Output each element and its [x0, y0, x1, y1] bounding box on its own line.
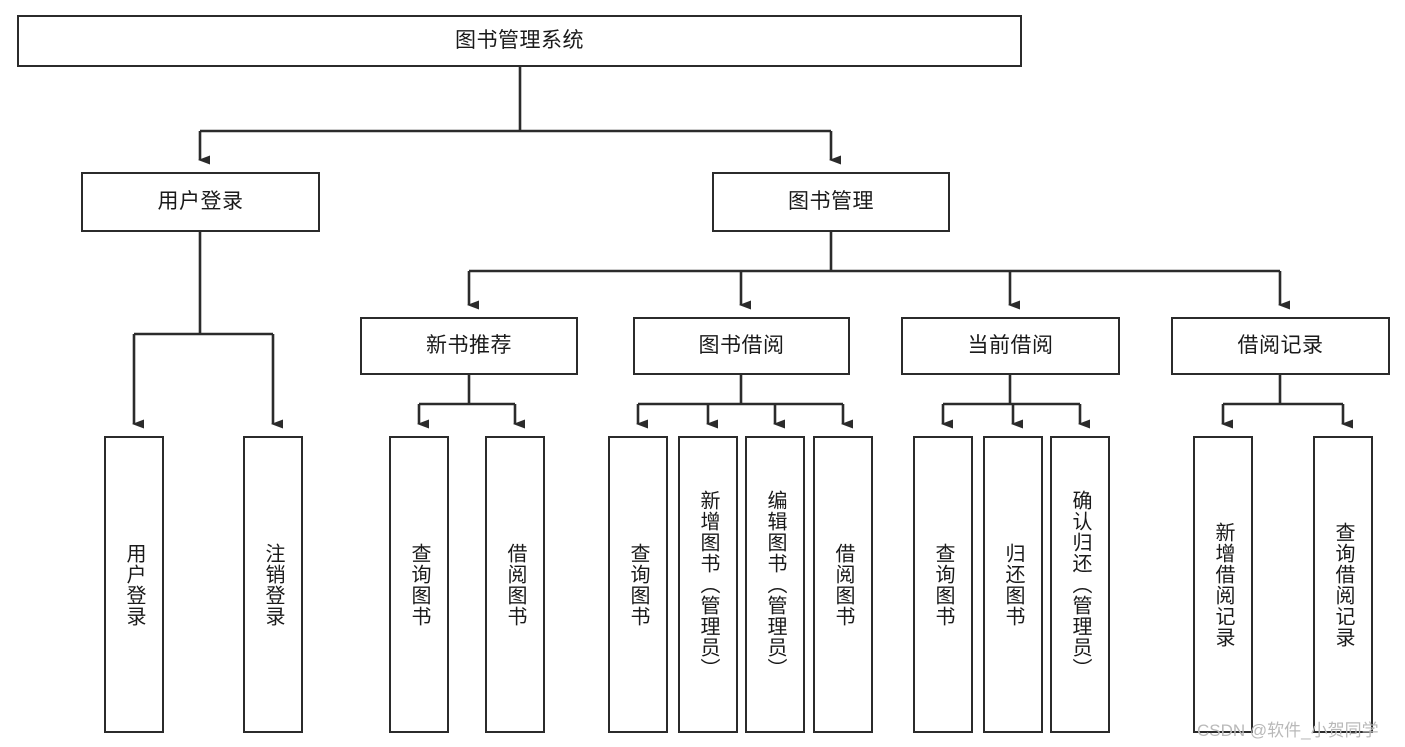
node-leaf-add-book[interactable]: 新增图书（管理员） — [678, 436, 738, 733]
connector-group — [132, 67, 1353, 429]
node-leaf-add-record[interactable]: 新增借阅记录 — [1193, 436, 1253, 733]
node-leaf-confirm-return[interactable]: 确认归还（管理员） — [1050, 436, 1110, 733]
node-label: 借阅图书 — [504, 542, 526, 627]
node-new-book-rec[interactable]: 新书推荐 — [360, 317, 578, 375]
node-leaf-borrow-book-2[interactable]: 借阅图书 — [813, 436, 873, 733]
node-label: 用户登录 — [123, 542, 145, 627]
node-label: 图书借阅 — [698, 333, 785, 357]
node-label: 借阅记录 — [1237, 333, 1324, 357]
node-user-login[interactable]: 用户登录 — [81, 172, 320, 232]
node-current-borrow[interactable]: 当前借阅 — [901, 317, 1120, 375]
node-label: 当前借阅 — [967, 333, 1054, 357]
node-label: 注销登录 — [262, 542, 284, 627]
node-leaf-return-book[interactable]: 归还图书 — [983, 436, 1043, 733]
node-book-borrow[interactable]: 图书借阅 — [633, 317, 850, 375]
node-label: 用户登录 — [157, 189, 244, 213]
node-leaf-query-book-1[interactable]: 查询图书 — [389, 436, 449, 733]
node-root[interactable]: 图书管理系统 — [17, 15, 1022, 67]
node-label: 查询图书 — [627, 542, 649, 627]
node-label: 查询图书 — [408, 542, 430, 627]
node-leaf-edit-book[interactable]: 编辑图书（管理员） — [745, 436, 805, 733]
node-borrow-record[interactable]: 借阅记录 — [1171, 317, 1390, 375]
node-leaf-query-book-2[interactable]: 查询图书 — [608, 436, 668, 733]
node-leaf-logout[interactable]: 注销登录 — [243, 436, 303, 733]
node-leaf-query-record[interactable]: 查询借阅记录 — [1313, 436, 1373, 733]
node-label: 新增图书（管理员） — [697, 490, 719, 679]
node-label: 归还图书 — [1002, 542, 1024, 627]
node-leaf-query-book-3[interactable]: 查询图书 — [913, 436, 973, 733]
node-label: 查询图书 — [932, 542, 954, 627]
node-label: 新书推荐 — [426, 333, 512, 357]
node-label: 图书管理系统 — [455, 28, 584, 52]
node-label: 借阅图书 — [832, 542, 854, 627]
node-label: 编辑图书（管理员） — [764, 490, 786, 679]
node-leaf-borrow-book-1[interactable]: 借阅图书 — [485, 436, 545, 733]
node-label: 确认归还（管理员） — [1069, 490, 1091, 679]
node-label: 图书管理 — [788, 189, 874, 213]
node-leaf-user-login[interactable]: 用户登录 — [104, 436, 164, 733]
node-label: 新增借阅记录 — [1212, 521, 1234, 648]
node-label: 查询借阅记录 — [1332, 521, 1354, 648]
node-book-manage[interactable]: 图书管理 — [712, 172, 950, 232]
